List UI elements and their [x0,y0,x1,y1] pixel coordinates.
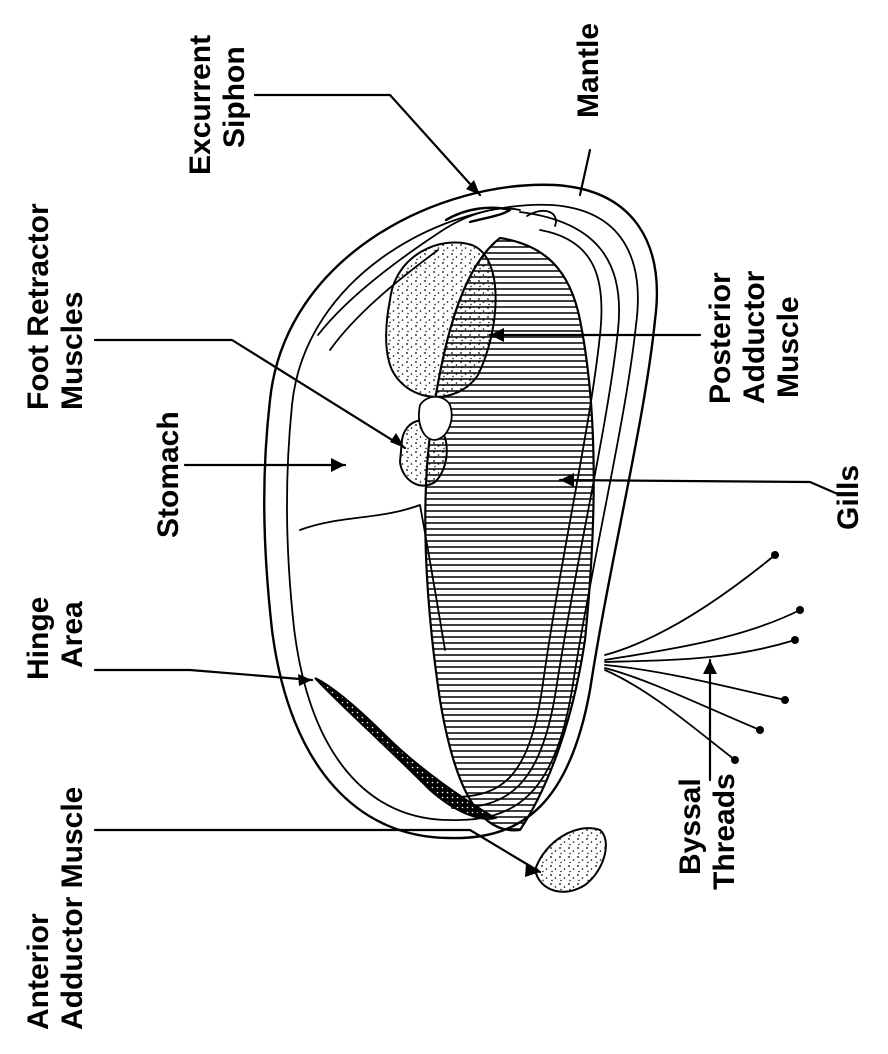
label-hinge-line2: Area [56,601,89,668]
foot-retractor-upper [419,397,452,440]
label-posterior-line3: Muscle [772,296,805,398]
posterior-adductor-muscle [386,242,496,396]
label-mantle: Mantle [572,23,605,118]
leader-mantle [580,150,590,195]
leader-gills [560,480,840,495]
label-foot-retractor-line1: Foot Retractor [22,203,55,410]
label-posterior-line2: Adductor [738,270,771,404]
label-anterior-line2: Adductor Muscle [56,787,89,1030]
label-excurrent-line2: Siphon [218,46,251,148]
label-hinge-line1: Hinge [22,597,55,680]
arrowhead [331,458,345,472]
label-foot-retractor-line2: Muscles [56,292,89,410]
label-stomach: Stomach [152,411,185,538]
label-anterior-line1: Anterior [22,913,55,1030]
byssal-threads [605,555,800,760]
label-excurrent-line1: Excurrent [184,35,217,175]
anterior-adductor-muscle [535,828,606,892]
stomach-outline [300,505,445,650]
leader-foot-retractor [95,340,405,448]
label-byssal-line1: Byssal [674,778,707,875]
label-gills: Gills [832,465,865,530]
arrowhead [703,660,717,674]
byssal-thread-tips [731,551,804,764]
label-byssal-line2: Threads [708,773,741,890]
label-posterior-line1: Posterior [704,272,737,404]
leader-excurrent-siphon [255,95,480,195]
